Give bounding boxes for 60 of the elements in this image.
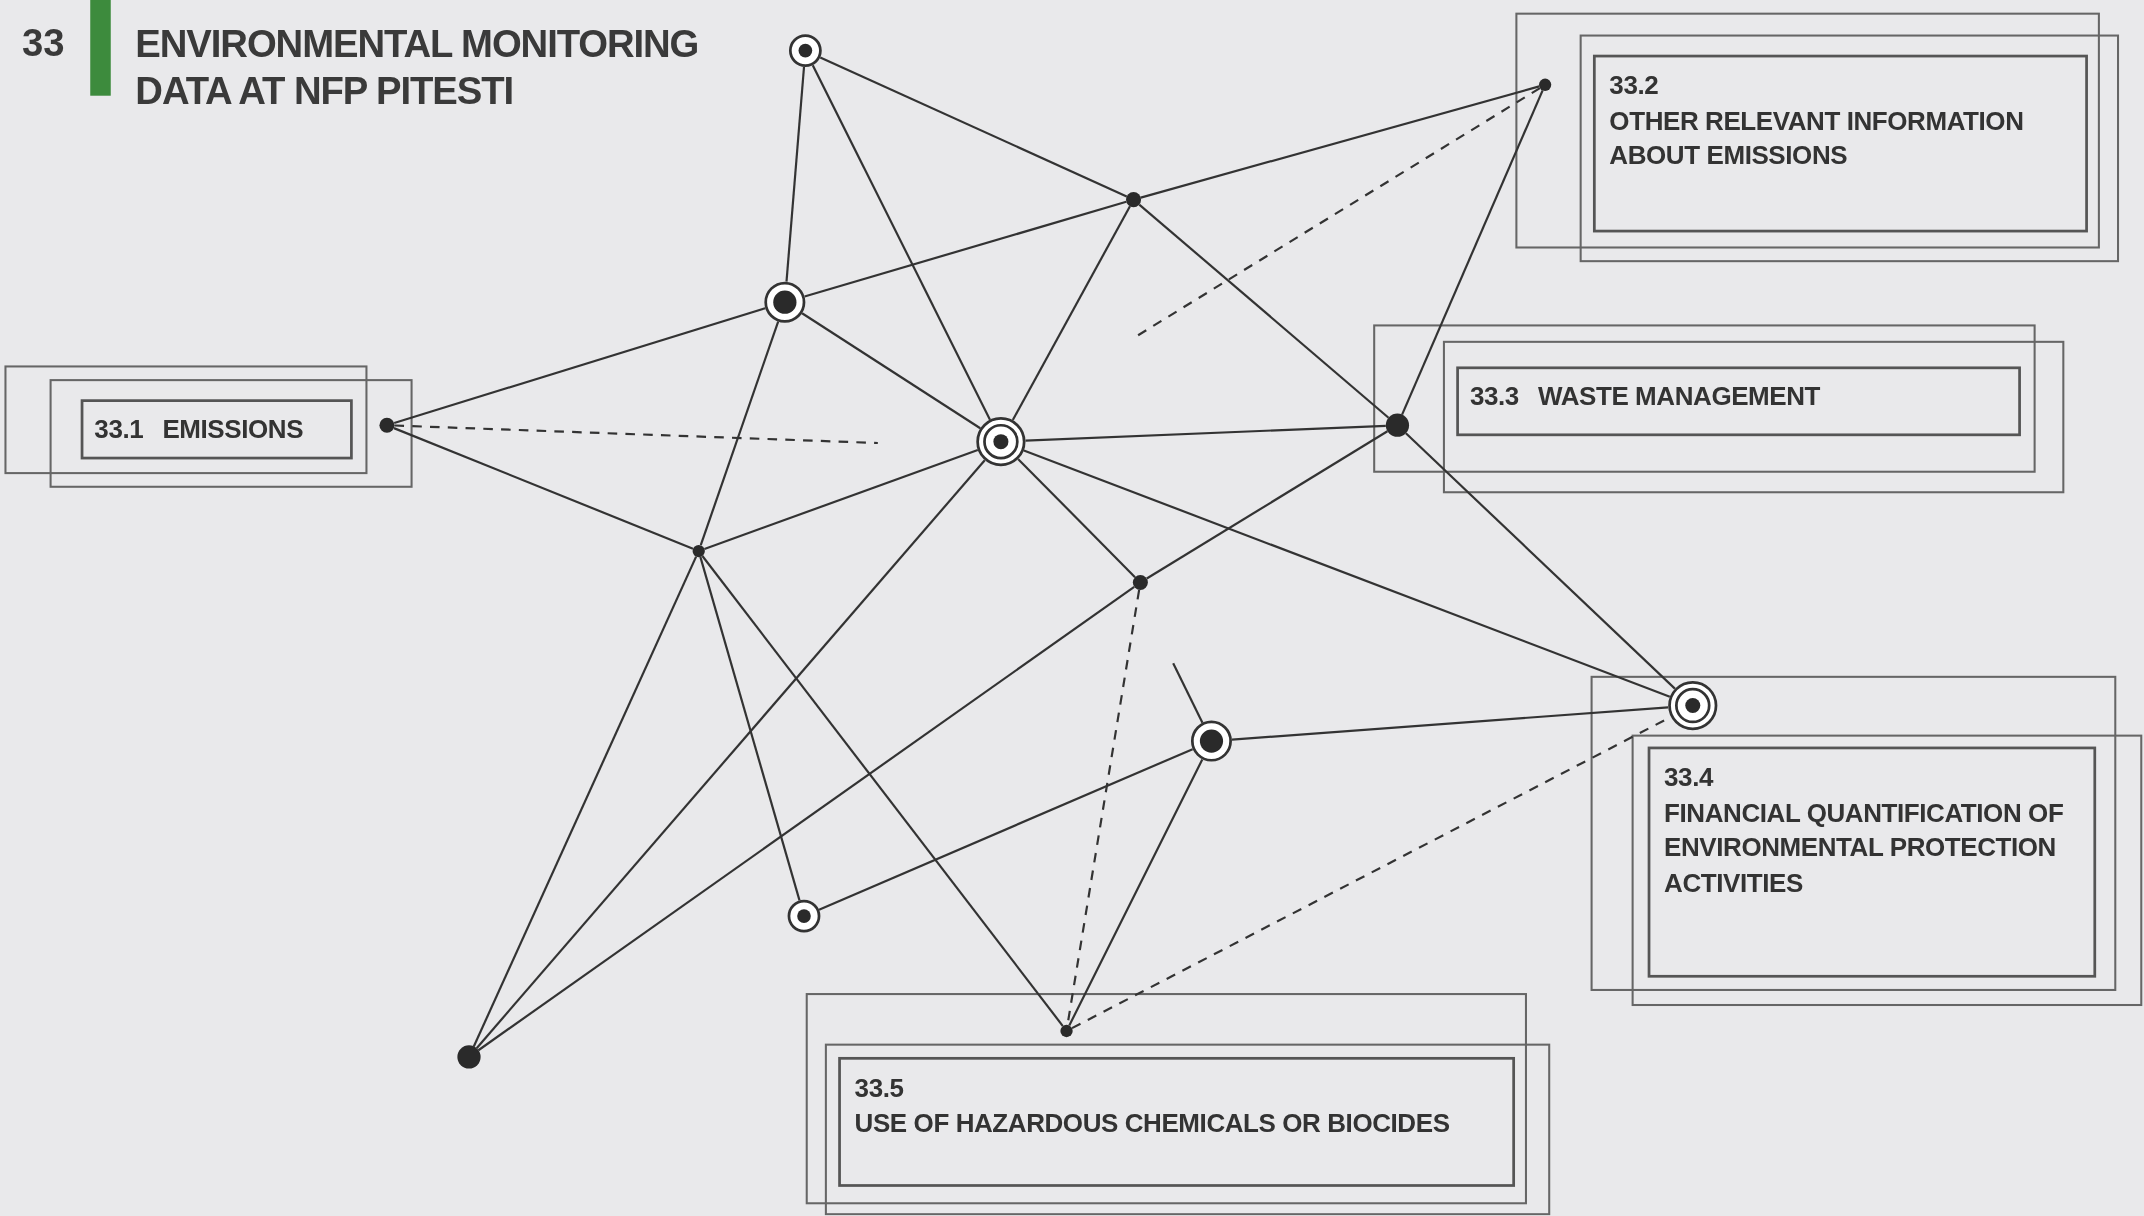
connector-line	[393, 307, 766, 425]
connector-line	[472, 556, 698, 1047]
node-dot	[1060, 1024, 1073, 1038]
node-dot	[1385, 413, 1410, 437]
node-dot	[1132, 574, 1148, 590]
connector-line	[818, 748, 1194, 911]
connector-line	[1023, 449, 1671, 698]
connector-line	[1405, 432, 1676, 690]
node-dot	[379, 417, 395, 433]
node-dot	[692, 544, 705, 558]
section-title: WASTE MANAGEMENT	[1537, 380, 1821, 413]
connector-line	[1172, 662, 1204, 724]
connector-line	[1011, 205, 1131, 421]
node-dot	[788, 34, 822, 67]
connector-line	[785, 66, 806, 282]
section-title: EMISSIONS	[162, 413, 304, 445]
node-dot	[457, 1045, 481, 1069]
connector-line	[1401, 89, 1544, 415]
connector-line	[701, 555, 1064, 1027]
section-title: USE OF HAZARDOUS CHEMICALS OR BIOCIDES	[854, 1107, 1451, 1140]
topic-box	[1592, 54, 2088, 233]
connector-line	[477, 585, 1135, 1052]
node-dot	[1190, 720, 1232, 762]
connector-line	[811, 64, 991, 421]
topic-box	[838, 1056, 1515, 1187]
connector-line	[475, 459, 986, 1049]
section-number: 33.2	[1609, 70, 1660, 102]
title: ENVIRONMENTAL MONITORING DATA AT NFP PITESTI	[135, 22, 700, 114]
topic-box	[1456, 366, 2021, 437]
connector-line	[1025, 424, 1386, 442]
connector-line	[804, 200, 1127, 298]
connector-line	[393, 427, 694, 550]
connector-line	[1231, 706, 1669, 741]
section-title: OTHER RELEVANT INFORMATION ABOUT EMISSIONS	[1609, 105, 2025, 172]
node-dot	[764, 281, 806, 323]
node-dot	[1126, 192, 1142, 208]
section-number: 33.5	[854, 1072, 905, 1105]
connector-line	[699, 556, 801, 901]
section-number: 33.1	[94, 413, 144, 445]
connector-line	[801, 312, 981, 430]
connector-line	[699, 321, 780, 546]
connector-line	[704, 448, 979, 550]
connector-line	[1140, 85, 1540, 199]
node-dot	[1538, 78, 1552, 91]
node-dot	[976, 417, 1026, 467]
connector-line	[1138, 203, 1390, 419]
connector-line	[1068, 758, 1204, 1026]
chapter-number: 33	[21, 21, 65, 66]
section-number: 33.3	[1469, 380, 1519, 413]
connector-line	[819, 56, 1128, 198]
node-dot	[1668, 680, 1718, 731]
connector-line	[1017, 458, 1136, 578]
dashed-line	[394, 424, 878, 445]
topic-box	[80, 399, 353, 459]
topic-box	[1647, 746, 2097, 978]
section-title: FINANCIAL QUANTIFICATION OF ENVIRONMENTAL PROTECTION ACTIVITIES	[1664, 797, 2065, 899]
connector-line	[1146, 430, 1389, 580]
node-dot	[787, 899, 821, 933]
dashed-line	[1135, 87, 1541, 338]
section-number: 33.4	[1664, 762, 1715, 794]
